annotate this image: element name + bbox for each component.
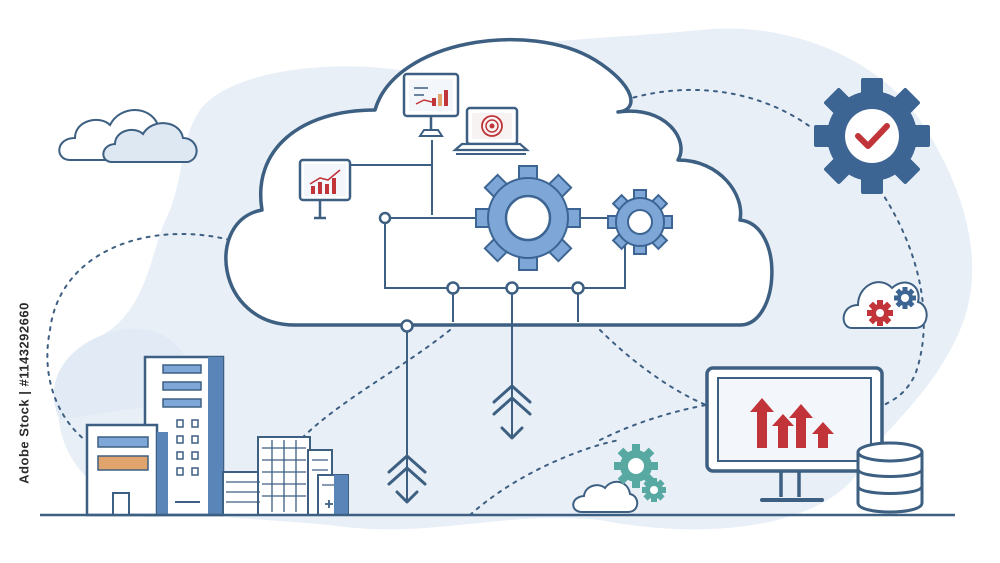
database-icon bbox=[856, 441, 924, 514]
bar-chart-icon bbox=[298, 158, 352, 220]
cloud-icon-small-bottom bbox=[572, 480, 639, 513]
arrow-down-icon-center bbox=[492, 384, 532, 440]
arrow-up-icon bbox=[750, 398, 834, 448]
laptop-icon bbox=[452, 106, 530, 155]
cloud-icon-small-left bbox=[58, 109, 198, 163]
gear-icon-large bbox=[475, 165, 581, 271]
stock-id-label: Adobe Stock | #1143292660 bbox=[4, 302, 44, 484]
arrow-down-icon bbox=[387, 454, 427, 504]
cloud-gear-icon bbox=[842, 281, 928, 329]
circuit-nodes bbox=[378, 211, 585, 333]
dashed-connectors bbox=[46, 88, 925, 516]
building-icon bbox=[85, 355, 349, 517]
stock-id-text: Adobe Stock | #1143292660 bbox=[16, 302, 32, 484]
analytics-monitor-icon bbox=[705, 366, 884, 502]
gear-icon-medium bbox=[607, 189, 673, 255]
monitor-icon bbox=[402, 72, 460, 137]
gear-icon-teal bbox=[614, 444, 666, 502]
circuit-lines bbox=[350, 140, 626, 500]
check-gear-icon bbox=[814, 78, 930, 194]
